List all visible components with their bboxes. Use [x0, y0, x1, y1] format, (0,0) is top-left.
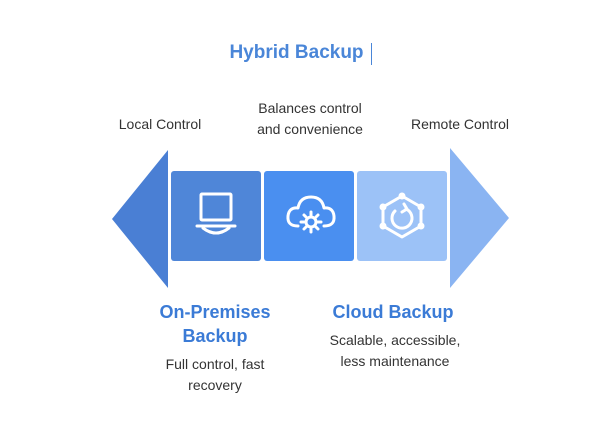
label-balances-line1: Balances control	[258, 100, 362, 116]
text-cursor	[371, 43, 372, 65]
label-balances: Balances control and convenience	[225, 98, 395, 140]
block-cloud	[357, 171, 447, 261]
desc-on-premises-line2: recovery	[188, 377, 242, 393]
heading-on-premises: On-Premises Backup	[130, 300, 300, 348]
desc-cloud: Scalable, accessible, less maintenance	[315, 330, 475, 372]
right-arrow-head	[450, 148, 509, 288]
desc-cloud-line1: Scalable, accessible,	[329, 332, 461, 348]
laptop-icon	[195, 192, 237, 235]
label-local-control: Local Control	[118, 116, 202, 132]
cloud-gear-icon	[286, 195, 336, 234]
left-arrow-head	[112, 150, 168, 288]
refresh-shield-icon	[379, 192, 425, 239]
desc-on-premises-line1: Full control, fast	[165, 356, 265, 372]
label-balances-line2: and convenience	[257, 121, 363, 137]
heading-on-premises-line1: On-Premises	[159, 302, 271, 322]
desc-cloud-line2: less maintenance	[340, 353, 450, 369]
desc-on-premises: Full control, fast recovery	[135, 354, 295, 396]
block-on-premises	[171, 171, 261, 261]
heading-cloud-backup: Cloud Backup	[332, 302, 454, 322]
label-remote-control: Remote Control	[410, 116, 510, 132]
diagram-title: Hybrid Backup	[229, 42, 364, 63]
heading-on-premises-line2: Backup	[182, 326, 248, 346]
